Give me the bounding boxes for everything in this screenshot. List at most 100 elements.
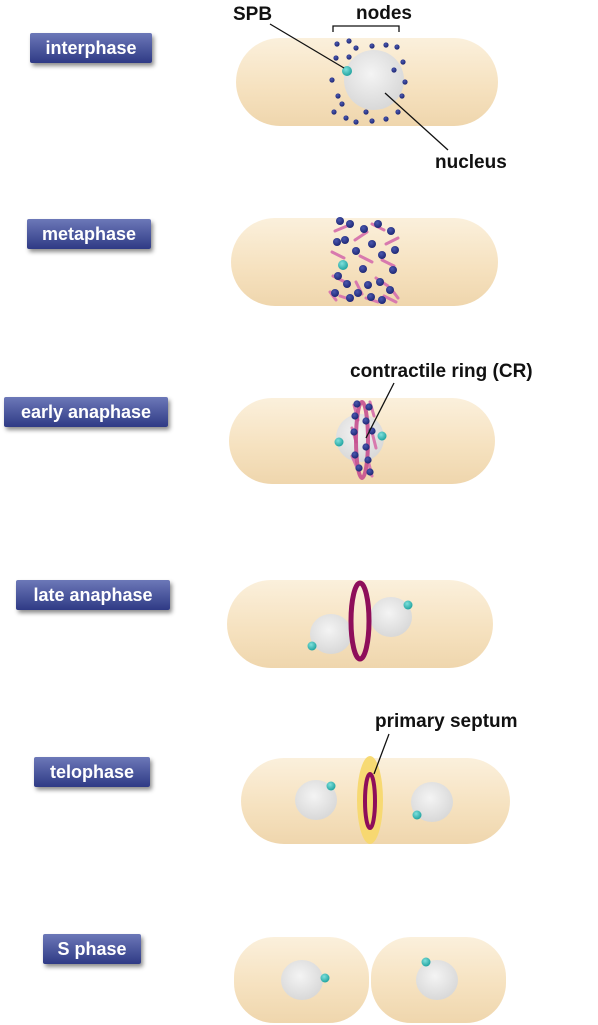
metaphase-node-22	[331, 289, 339, 297]
metaphase-node-4	[387, 227, 395, 235]
metaphase-node-13	[334, 272, 342, 280]
metaphase-node-6	[368, 240, 376, 248]
early-anaphase-node-8	[364, 456, 372, 464]
metaphase-node-3	[374, 220, 382, 228]
metaphase-node-5	[391, 246, 399, 254]
metaphase-node-17	[354, 289, 362, 297]
s-phase-spb-right	[421, 957, 431, 967]
interphase-node-17	[400, 59, 406, 65]
stage-label-metaphase: metaphase	[27, 219, 151, 249]
interphase-node-18	[391, 67, 397, 73]
annotation-nucleus-leader	[384, 92, 449, 151]
late-anaphase-cell-group	[227, 580, 493, 668]
annotation-nucleus: nucleus	[384, 92, 507, 173]
annotation-nodes-text: nodes	[356, 3, 412, 24]
telophase-cell-group	[241, 756, 510, 844]
stage-label-late-anaphase: late anaphase	[16, 580, 170, 610]
metaphase-node-15	[364, 281, 372, 289]
interphase-node-15	[399, 93, 405, 99]
metaphase-filament-0	[333, 224, 349, 233]
interphase-node-21	[346, 54, 352, 60]
interphase-node-9	[331, 109, 337, 115]
early-anaphase-node-3	[362, 417, 370, 425]
metaphase-filament-6	[380, 258, 396, 268]
interphase-node-2	[353, 45, 359, 51]
annotation-contractile-ring: contractile ring (CR)	[350, 361, 533, 439]
early-anaphase-node-2	[351, 412, 359, 420]
metaphase-node-19	[346, 294, 354, 302]
s-phase-spb-left	[320, 973, 330, 983]
early-anaphase-node-1	[365, 403, 373, 411]
interphase-nodes	[329, 38, 408, 125]
early-anaphase-contractile-ring	[354, 400, 370, 480]
telophase-spb-right	[412, 810, 422, 820]
early-anaphase-node-10	[366, 468, 374, 476]
interphase-node-12	[369, 118, 375, 124]
annotation-contractile-ring-text: contractile ring (CR)	[350, 361, 533, 382]
metaphase-filament-3	[384, 236, 400, 246]
annotation-nodes: nodes	[332, 3, 412, 32]
metaphase-node-8	[333, 238, 341, 246]
interphase-node-14	[395, 109, 401, 115]
telophase-spb-left	[326, 781, 336, 791]
metaphase-cell-group	[231, 217, 498, 306]
stage-label-early-anaphase: early anaphase	[4, 397, 168, 427]
early-anaphase-node-6	[362, 443, 370, 451]
interphase-node-19	[339, 101, 345, 107]
interphase-node-20	[363, 109, 369, 115]
metaphase-node-9	[352, 247, 360, 255]
metaphase-filament-5	[358, 254, 374, 264]
metaphase-filament-1	[353, 230, 369, 242]
metaphase-node-0	[336, 217, 344, 225]
annotation-primary-septum-text: primary septum	[375, 711, 518, 732]
metaphase-nodes	[331, 217, 399, 304]
early-anaphase-node-5	[350, 428, 358, 436]
interphase-node-13	[383, 116, 389, 122]
metaphase-node-21	[367, 293, 375, 301]
interphase-cell-group	[236, 38, 498, 126]
interphase-node-4	[383, 42, 389, 48]
interphase-node-16	[402, 79, 408, 85]
early-anaphase-node-7	[351, 451, 359, 459]
early-anaphase-filament-3	[370, 430, 378, 450]
interphase-node-11	[353, 119, 359, 125]
metaphase-cell	[231, 218, 498, 306]
late-anaphase-spb-right	[403, 600, 413, 610]
late-anaphase-cell	[227, 580, 493, 668]
stage-label-s-phase: S phase	[43, 934, 141, 964]
late-anaphase-spb-left	[307, 641, 317, 651]
early-anaphase-spb-left	[334, 437, 344, 447]
telophase-contractile-ring	[363, 772, 377, 830]
interphase-node-1	[346, 38, 352, 44]
interphase-spb	[342, 66, 352, 76]
telophase-nucleus-right	[411, 782, 453, 822]
metaphase-filament-4	[330, 250, 346, 260]
s-phase-nucleus-right	[416, 960, 458, 1000]
metaphase-node-14	[343, 280, 351, 288]
early-anaphase-node-9	[355, 464, 363, 472]
telophase-nucleus-left	[295, 780, 337, 820]
metaphase-node-20	[378, 296, 386, 304]
annotation-spb: SPB	[233, 4, 345, 69]
interphase-node-10	[343, 115, 349, 121]
interphase-nucleus	[344, 50, 404, 110]
metaphase-spb	[338, 260, 348, 270]
early-anaphase-node-0	[353, 400, 361, 408]
metaphase-filament-14	[382, 294, 398, 304]
annotation-nucleus-text: nucleus	[435, 152, 507, 173]
late-anaphase-contractile-ring	[348, 580, 372, 662]
late-anaphase-nucleus-right	[370, 597, 412, 637]
interphase-node-3	[369, 43, 375, 49]
annotation-primary-septum-leader	[373, 733, 390, 775]
annotation-contractile-ring-leader	[365, 382, 395, 439]
early-anaphase-nodes	[350, 400, 376, 476]
early-anaphase-spb-right	[377, 431, 387, 441]
annotation-spb-text: SPB	[233, 4, 272, 25]
early-anaphase-cell-group	[229, 398, 495, 484]
annotation-spb-leader	[269, 23, 345, 69]
interphase-node-5	[394, 44, 400, 50]
interphase-node-0	[334, 41, 340, 47]
metaphase-node-12	[389, 266, 397, 274]
interphase-node-6	[333, 55, 339, 61]
